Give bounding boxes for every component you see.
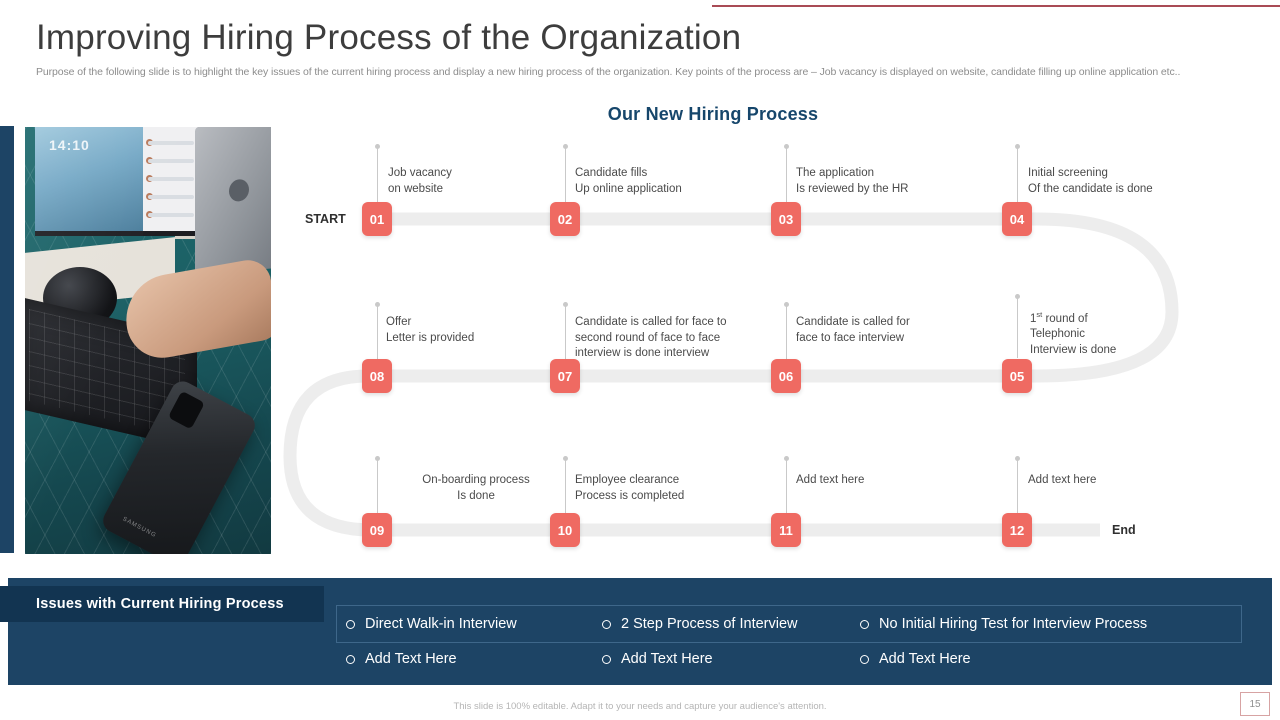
flow-caption-12: Add text here bbox=[1028, 474, 1097, 486]
flow-node-09[interactable]: 09 bbox=[362, 513, 392, 547]
flow-caption-08: Offer Letter is provided bbox=[386, 316, 475, 344]
connector-stem-09 bbox=[375, 456, 380, 520]
flow-end-label: End bbox=[1112, 523, 1136, 537]
flow-node-11[interactable]: 11 bbox=[771, 513, 801, 547]
feed-row bbox=[148, 141, 194, 145]
flow-caption-04: Initial screening Of the candidate is do… bbox=[1028, 167, 1153, 195]
photo-glare bbox=[25, 127, 271, 554]
issue-item-label: Direct Walk-in Interview bbox=[365, 616, 517, 632]
feed-row bbox=[148, 177, 194, 181]
issue-item-label: Add Text Here bbox=[365, 651, 457, 667]
monitor-clock: 14:10 bbox=[49, 137, 90, 153]
issue-item-label: 2 Step Process of Interview bbox=[621, 616, 798, 632]
connector-stem-10 bbox=[563, 456, 568, 520]
flow-node-12[interactable]: 12 bbox=[1002, 513, 1032, 547]
flow-node-03[interactable]: 03 bbox=[771, 202, 801, 236]
issue-item[interactable]: Direct Walk-in Interview bbox=[346, 616, 517, 632]
flow-node-05[interactable]: 05 bbox=[1002, 359, 1032, 393]
bullet-circle-icon bbox=[860, 619, 869, 629]
connector-stem-05 bbox=[1015, 294, 1020, 358]
connector-stem-03 bbox=[784, 144, 789, 208]
section-heading: Our New Hiring Process bbox=[0, 104, 1280, 125]
issue-item[interactable]: Add Text Here bbox=[346, 651, 457, 667]
connector-stem-06 bbox=[784, 302, 789, 366]
flow-caption-10: Employee clearance Process is completed bbox=[575, 474, 685, 502]
flow-caption-09: On-boarding process Is done bbox=[422, 474, 530, 502]
issue-item-label: Add Text Here bbox=[879, 651, 971, 667]
issues-row-border bbox=[336, 605, 1242, 643]
issue-item[interactable]: 2 Step Process of Interview bbox=[602, 616, 798, 632]
flow-node-08[interactable]: 08 bbox=[362, 359, 392, 393]
flow-node-01[interactable]: 01 bbox=[362, 202, 392, 236]
flow-caption-07: Candidate is called for face to second r… bbox=[575, 316, 727, 359]
flow-node-06[interactable]: 06 bbox=[771, 359, 801, 393]
issue-item[interactable]: Add Text Here bbox=[860, 651, 971, 667]
flow-caption-02: Candidate fills Up online application bbox=[575, 167, 682, 195]
issue-item-label: Add Text Here bbox=[621, 651, 713, 667]
monitor-right bbox=[143, 127, 201, 236]
flow-caption-01: Job vacancy on website bbox=[388, 167, 452, 195]
issue-item[interactable]: Add Text Here bbox=[602, 651, 713, 667]
page-title: Improving Hiring Process of the Organiza… bbox=[36, 18, 742, 57]
footer-note: This slide is 100% editable. Adapt it to… bbox=[453, 701, 827, 712]
flow-start-label: START bbox=[305, 212, 346, 226]
top-accent-rule bbox=[712, 5, 1280, 7]
connector-stem-11 bbox=[784, 456, 789, 520]
flow-node-02[interactable]: 02 bbox=[550, 202, 580, 236]
connector-stem-12 bbox=[1015, 456, 1020, 520]
bullet-circle-icon bbox=[602, 619, 611, 629]
photo-side-bar bbox=[0, 126, 14, 553]
page-number-badge: 15 bbox=[1240, 692, 1270, 716]
connector-stem-08 bbox=[375, 302, 380, 366]
bullet-circle-icon bbox=[602, 654, 611, 664]
hiring-process-flowchart: START 01 Job vacancy on website 02 Candi… bbox=[280, 126, 1280, 556]
connector-stem-02 bbox=[563, 144, 568, 208]
flow-caption-03: The application Is reviewed by the HR bbox=[796, 167, 909, 195]
issue-item[interactable]: No Initial Hiring Test for Interview Pro… bbox=[860, 616, 1147, 632]
section-heading-text: Our New Hiring Process bbox=[607, 104, 819, 124]
connector-stem-07 bbox=[563, 302, 568, 366]
flow-node-04[interactable]: 04 bbox=[1002, 202, 1032, 236]
flow-track bbox=[283, 212, 1179, 537]
feed-row bbox=[148, 159, 194, 163]
connector-stem-01 bbox=[375, 144, 380, 208]
flow-caption-06: Candidate is called for face to face int… bbox=[796, 316, 910, 344]
issue-item-label: No Initial Hiring Test for Interview Pro… bbox=[879, 616, 1148, 632]
bullet-circle-icon bbox=[346, 654, 355, 664]
bullet-circle-icon bbox=[860, 654, 869, 664]
feed-row bbox=[148, 213, 194, 217]
issues-panel-title: Issues with Current Hiring Process bbox=[0, 586, 324, 622]
bullet-circle-icon bbox=[346, 619, 355, 629]
feed-row bbox=[148, 195, 194, 199]
connector-stem-04 bbox=[1015, 144, 1020, 208]
flow-node-07[interactable]: 07 bbox=[550, 359, 580, 393]
desk-workspace-photo: 14:10 SAMSUNG bbox=[25, 127, 271, 554]
flow-node-10[interactable]: 10 bbox=[550, 513, 580, 547]
flow-caption-11: Add text here bbox=[796, 474, 865, 486]
page-subtitle: Purpose of the following slide is to hig… bbox=[36, 66, 1181, 78]
